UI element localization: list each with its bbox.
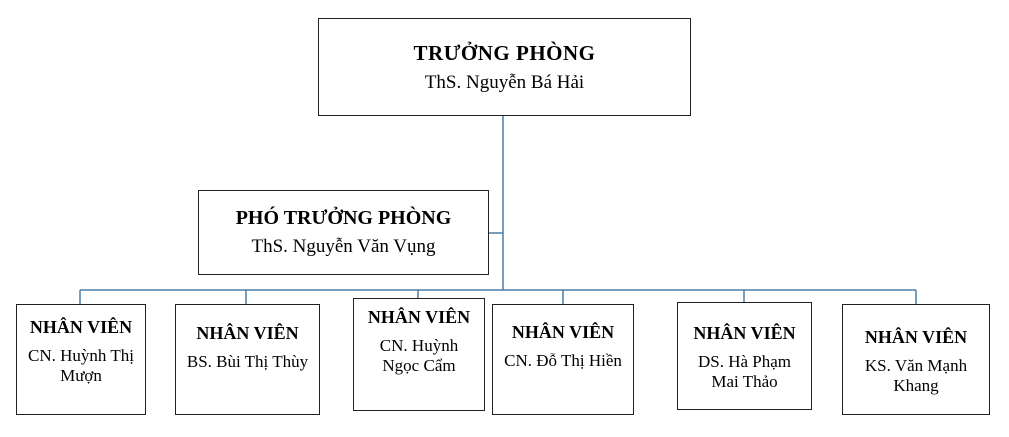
staff-person-line: CN. Huỳnh	[379, 336, 459, 355]
staff-person: CN. Đỗ Thị Hiền	[504, 351, 622, 371]
staff-person: KS. Văn Mạnh Khang	[865, 356, 967, 396]
staff-role: NHÂN VIÊN	[367, 307, 471, 327]
staff-role: NHÂN VIÊN	[511, 322, 615, 342]
staff-role: NHÂN VIÊN	[196, 323, 299, 343]
staff-role: NHÂN VIÊN	[864, 327, 968, 347]
head-role: TRƯỞNG PHÒNG	[413, 40, 596, 65]
head-person: ThS. Nguyễn Bá Hải	[424, 71, 585, 93]
head-box: TRƯỞNG PHÒNG ThS. Nguyễn Bá Hải	[318, 18, 691, 116]
staff-person-line: Mai Thảo	[711, 372, 778, 391]
deputy-box: PHÓ TRƯỞNG PHÒNG ThS. Nguyễn Văn Vụng	[198, 190, 489, 275]
staff-box-4: NHÂN VIÊN CN. Đỗ Thị Hiền	[492, 304, 634, 415]
staff-person: DS. Hà Phạm Mai Thảo	[698, 352, 791, 392]
staff-person-line: BS. Bùi Thị Thùy	[186, 352, 309, 371]
staff-box-2: NHÂN VIÊN BS. Bùi Thị Thùy	[175, 304, 320, 415]
staff-person-line: Ngọc Cẩm	[382, 356, 456, 375]
staff-box-5: NHÂN VIÊN DS. Hà Phạm Mai Thảo	[677, 302, 812, 410]
staff-role: NHÂN VIÊN	[29, 317, 133, 337]
staff-person: CN. Huỳnh Ngọc Cẩm	[380, 336, 458, 376]
deputy-role: PHÓ TRƯỞNG PHÒNG	[235, 207, 452, 229]
staff-box-6: NHÂN VIÊN KS. Văn Mạnh Khang	[842, 304, 990, 415]
staff-person-line: DS. Hà Phạm	[697, 352, 792, 371]
staff-role: NHÂN VIÊN	[693, 323, 796, 343]
staff-person-line: KS. Văn Mạnh	[864, 356, 968, 375]
deputy-person: ThS. Nguyễn Văn Vụng	[251, 236, 436, 257]
staff-person-line: Mượn	[60, 366, 102, 385]
staff-person-line: CN. Đỗ Thị Hiền	[504, 351, 622, 370]
staff-person-line: CN. Huỳnh Thị	[28, 346, 134, 365]
staff-person-line: Khang	[893, 376, 939, 395]
staff-person: BS. Bùi Thị Thùy	[187, 352, 308, 372]
staff-box-1: NHÂN VIÊN CN. Huỳnh Thị Mượn	[16, 304, 146, 415]
staff-box-3: NHÂN VIÊN CN. Huỳnh Ngọc Cẩm	[353, 298, 485, 411]
staff-person: CN. Huỳnh Thị Mượn	[28, 346, 134, 386]
